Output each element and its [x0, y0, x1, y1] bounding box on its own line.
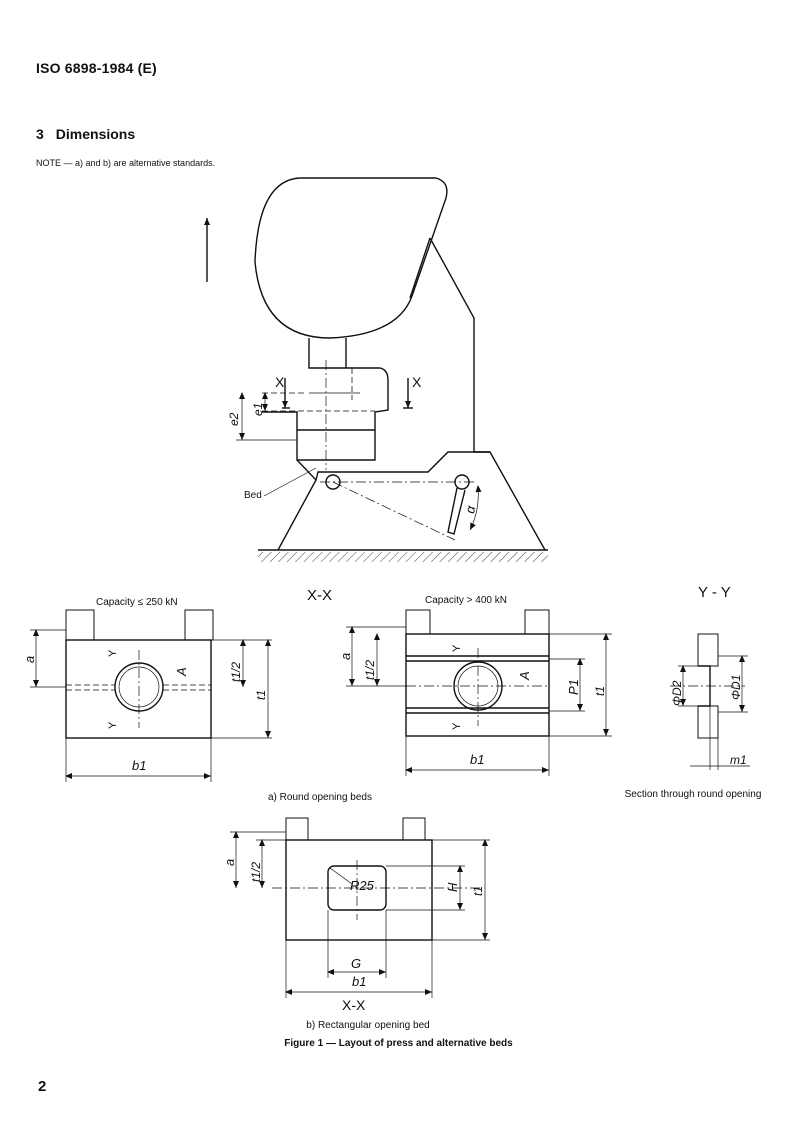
dim-t1-half-large: t1/2 [363, 660, 377, 680]
y-marker-top: Y [107, 649, 119, 657]
dim-H: H [445, 882, 460, 892]
y-marker-bottom: Y [107, 721, 119, 729]
dim-m1: m1 [730, 753, 747, 767]
dim-a-small: a [22, 656, 37, 663]
capacity-small: Capacity ≤ 250 kN [96, 597, 178, 608]
dim-t1-small: t1 [254, 690, 268, 700]
y-marker-large-bottom: Y [451, 722, 463, 730]
capacity-large: Capacity > 400 kN [425, 595, 507, 606]
dim-D2: ΦD2 [670, 680, 684, 706]
round-bed-small: Capacity ≤ 250 kN Y Y a t1/2 A t1 b1 [22, 597, 272, 782]
caption-rect-bed: b) Rectangular opening bed [306, 1020, 430, 1031]
note-text: NOTE — a) and b) are alternative standar… [36, 158, 216, 168]
rect-bed: R25 a t1/2 H t1 G b1 X-X [222, 817, 490, 1013]
dim-b1-rect: b1 [352, 974, 366, 989]
dim-G: G [351, 956, 361, 971]
section-title: Dimensions [55, 126, 136, 142]
dim-b1-large: b1 [470, 752, 484, 767]
dim-e1: e1 [251, 403, 265, 416]
round-bed-large: Capacity > 400 kN Y Y a t1/2 A P1 t1 b1 [338, 595, 612, 776]
caption-section-yy: Section through round opening [624, 789, 762, 800]
dim-a-large: a [338, 653, 353, 660]
dim-a-rect: a [222, 859, 237, 866]
rect-section-xx: X-X [342, 997, 366, 1013]
dim-b1-small: b1 [132, 758, 146, 773]
press-elevation: α Bed X X e2 e1 [204, 177, 548, 562]
flywheel-housing [254, 177, 448, 339]
section-heading: 3 Dimensions [36, 126, 135, 142]
bed-label: Bed [244, 490, 262, 501]
radius-R25: R25 [350, 878, 375, 893]
angle-alpha-label: α [462, 504, 478, 514]
dim-t1-half-rect: t1/2 [249, 862, 263, 882]
dim-t1-rect: t1 [471, 886, 485, 896]
section-x-right: X [412, 374, 422, 390]
caption-round-beds: a) Round opening beds [268, 792, 372, 803]
page-number: 2 [38, 1078, 47, 1095]
dim-t1-half-small: t1/2 [229, 662, 243, 682]
dim-P1: P1 [566, 679, 581, 695]
standard-header: ISO 6898-1984 (E) [36, 60, 157, 76]
dim-t1-large: t1 [593, 686, 607, 696]
figure-title: Figure 1 — Layout of press and alternati… [284, 1038, 513, 1049]
section-xx-label: X-X [307, 587, 332, 604]
section-yy: Y - Y ΦD2 ΦD1 m1 [670, 584, 750, 770]
press-bed [277, 451, 490, 551]
dim-D1: ΦD1 [729, 675, 743, 700]
section-number: 3 [36, 126, 44, 142]
y-marker-large-top: Y [451, 644, 463, 652]
section-yy-title: Y - Y [698, 584, 731, 601]
dim-A-large: A [517, 671, 532, 681]
dim-e2: e2 [227, 412, 241, 426]
dim-A-small: A [174, 667, 189, 677]
section-x-left: X [275, 374, 285, 390]
